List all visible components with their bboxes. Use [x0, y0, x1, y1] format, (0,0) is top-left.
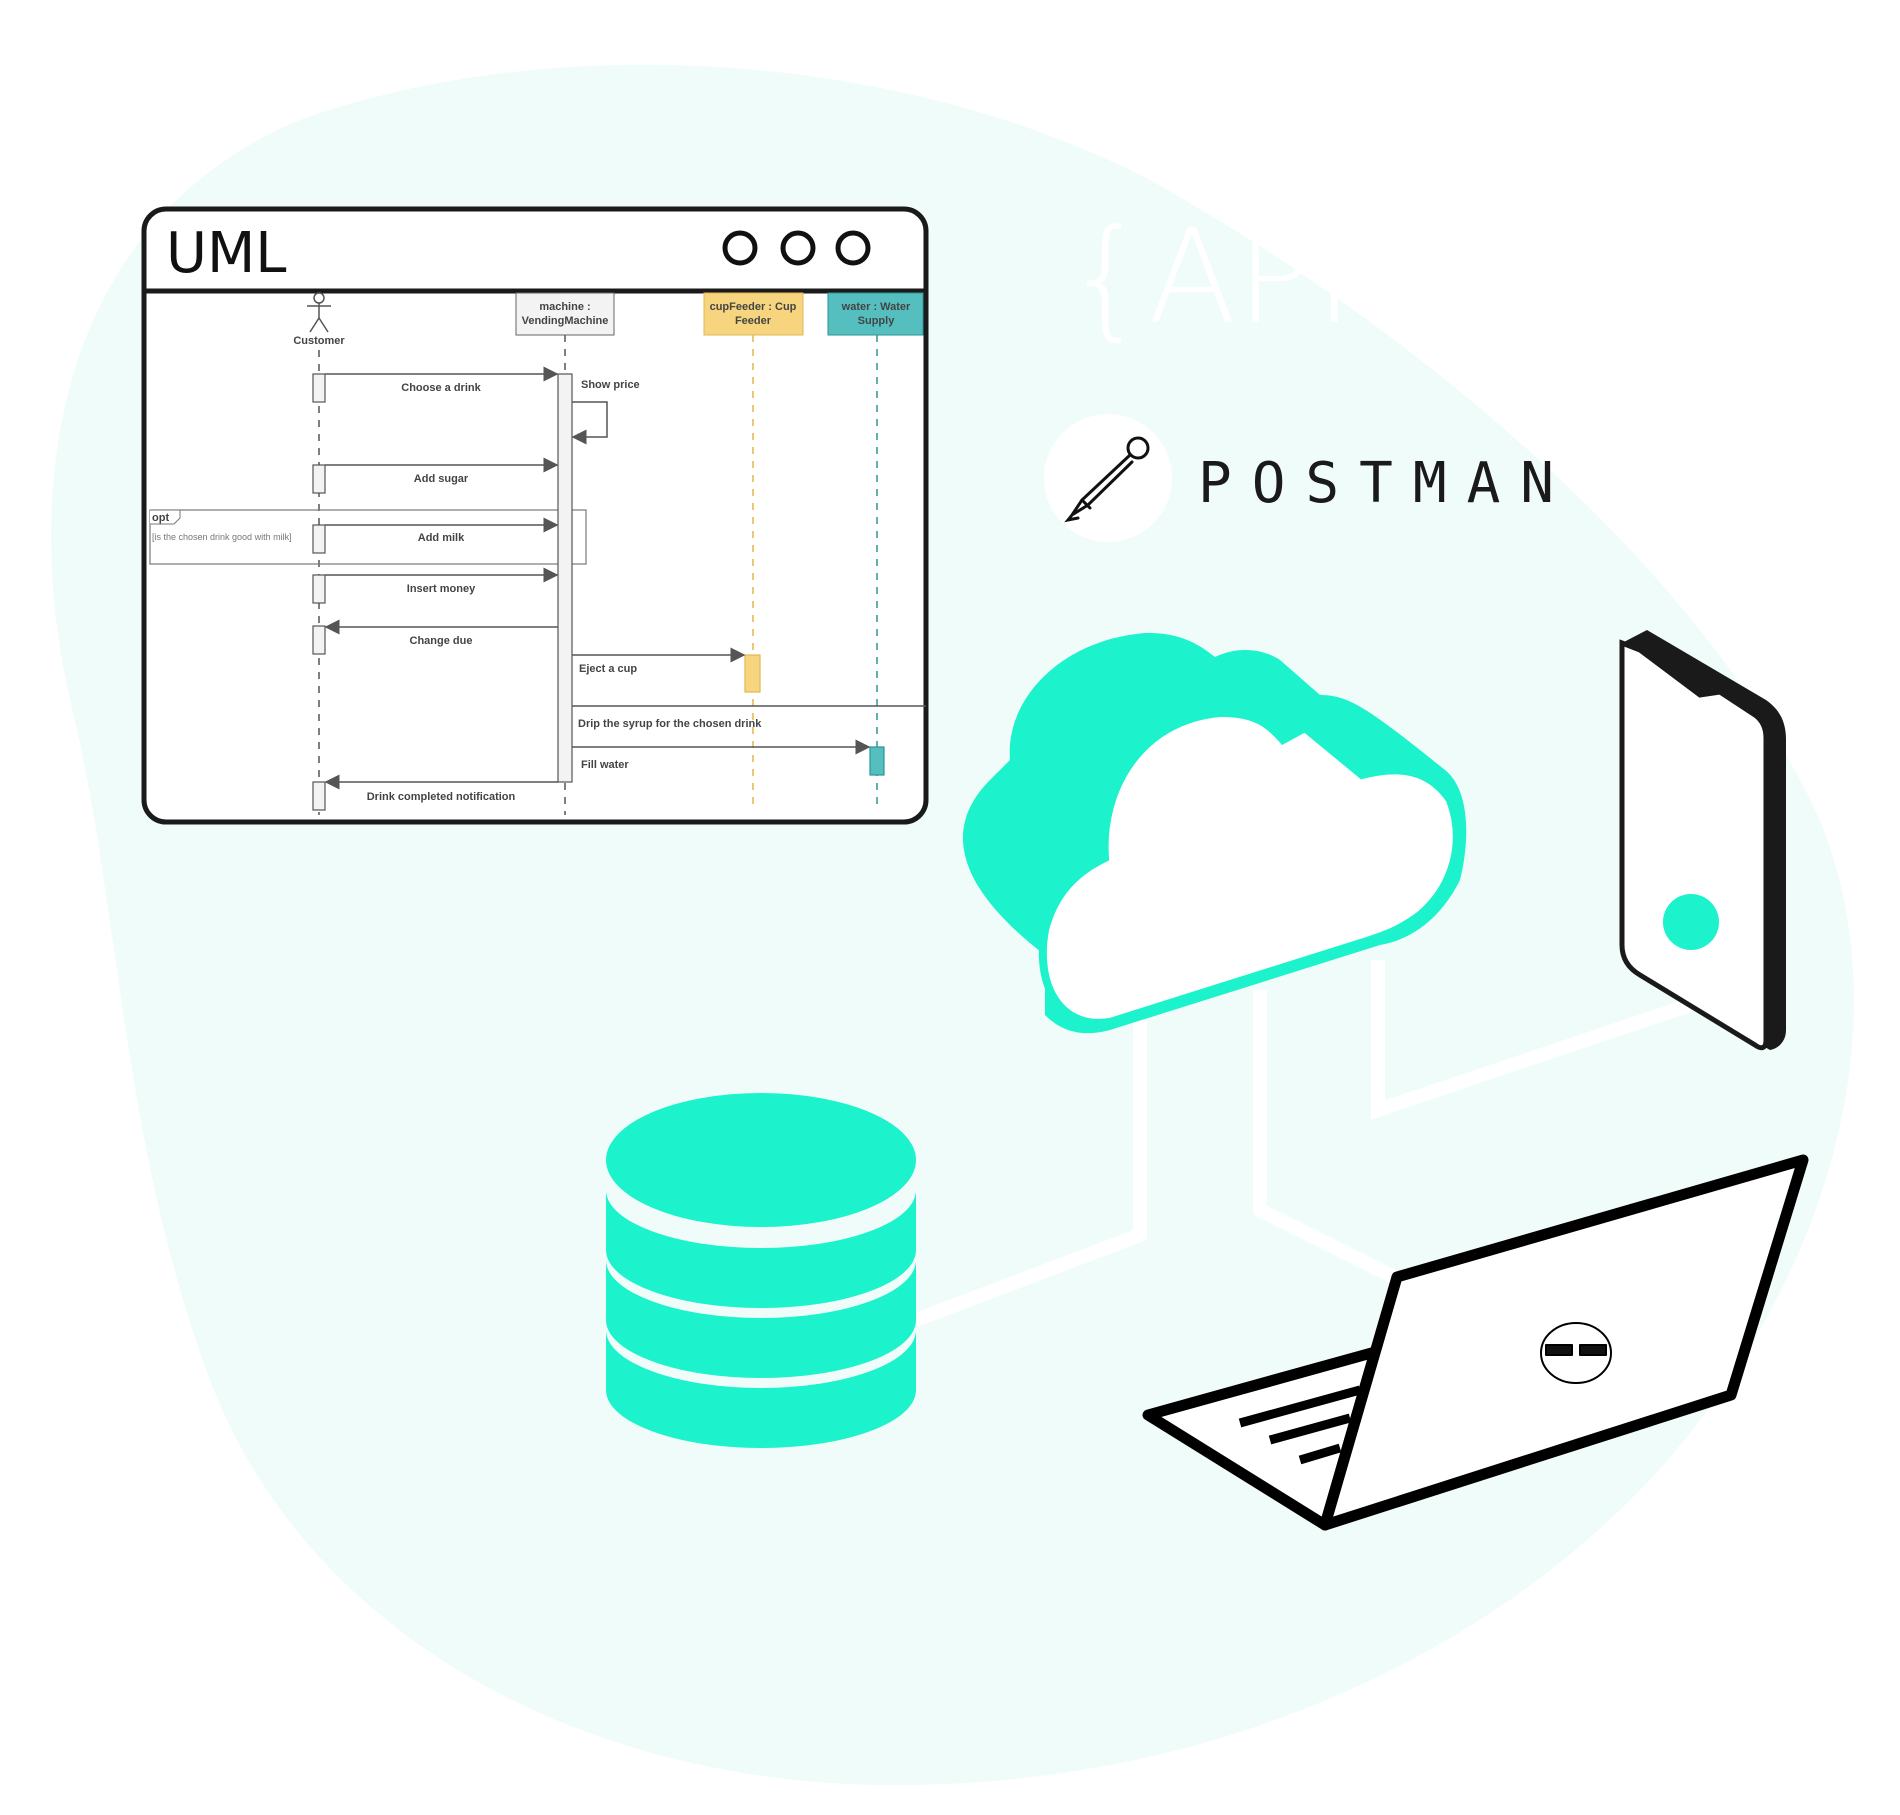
cloud-icon: [962, 632, 1467, 1034]
msg-drip: Drip the syrup for the chosen drink: [578, 718, 762, 730]
actor-label: Customer: [293, 335, 345, 347]
api-text: {API: [1065, 201, 1353, 353]
participant-cupfeeder-2: Feeder: [735, 315, 772, 327]
msg-milk: Add milk: [418, 532, 465, 544]
connection-lines: [913, 960, 1693, 1327]
phone-icon: [1619, 630, 1786, 1051]
laptop-icon: [1142, 1154, 1809, 1531]
uml-window: UML Customer machine : VendingMachine cu…: [141, 206, 929, 825]
window-button-1[interactable]: [722, 230, 758, 266]
msg-eject: Eject a cup: [579, 663, 637, 675]
msg-change: Change due: [410, 635, 473, 647]
msg-show-price: Show price: [581, 379, 640, 391]
participant-cupfeeder-1: cupFeeder : Cup: [710, 301, 797, 313]
uml-title: UML: [166, 221, 287, 286]
phone-button: [1663, 894, 1719, 950]
msg-choose: Choose a drink: [401, 382, 481, 394]
participant-water-1: water : Water: [841, 301, 911, 313]
activation-bars: [312, 373, 885, 811]
participant-water-2: Supply: [858, 315, 896, 327]
actor-icon: [307, 292, 331, 333]
window-button-3[interactable]: [835, 230, 871, 266]
database-icon: [606, 1093, 916, 1448]
opt-tag: opt: [152, 512, 169, 524]
participant-machine-2: VendingMachine: [522, 315, 609, 327]
participant-machine-1: machine :: [539, 301, 590, 313]
message-arrows: [324, 366, 871, 790]
msg-fill: Fill water: [581, 759, 629, 771]
opt-condition: [is the chosen drink good with milk]: [152, 532, 292, 542]
window-button-2[interactable]: [780, 230, 816, 266]
msg-sugar: Add sugar: [414, 473, 469, 485]
msg-done: Drink completed notification: [367, 791, 516, 803]
msg-money: Insert money: [407, 583, 476, 595]
postman-label: POSTMAN: [1198, 451, 1574, 516]
postman-logo: [1044, 414, 1172, 542]
cat-sunglasses-icon: [1540, 1322, 1612, 1384]
postman-logo-icon: [1064, 436, 1150, 523]
